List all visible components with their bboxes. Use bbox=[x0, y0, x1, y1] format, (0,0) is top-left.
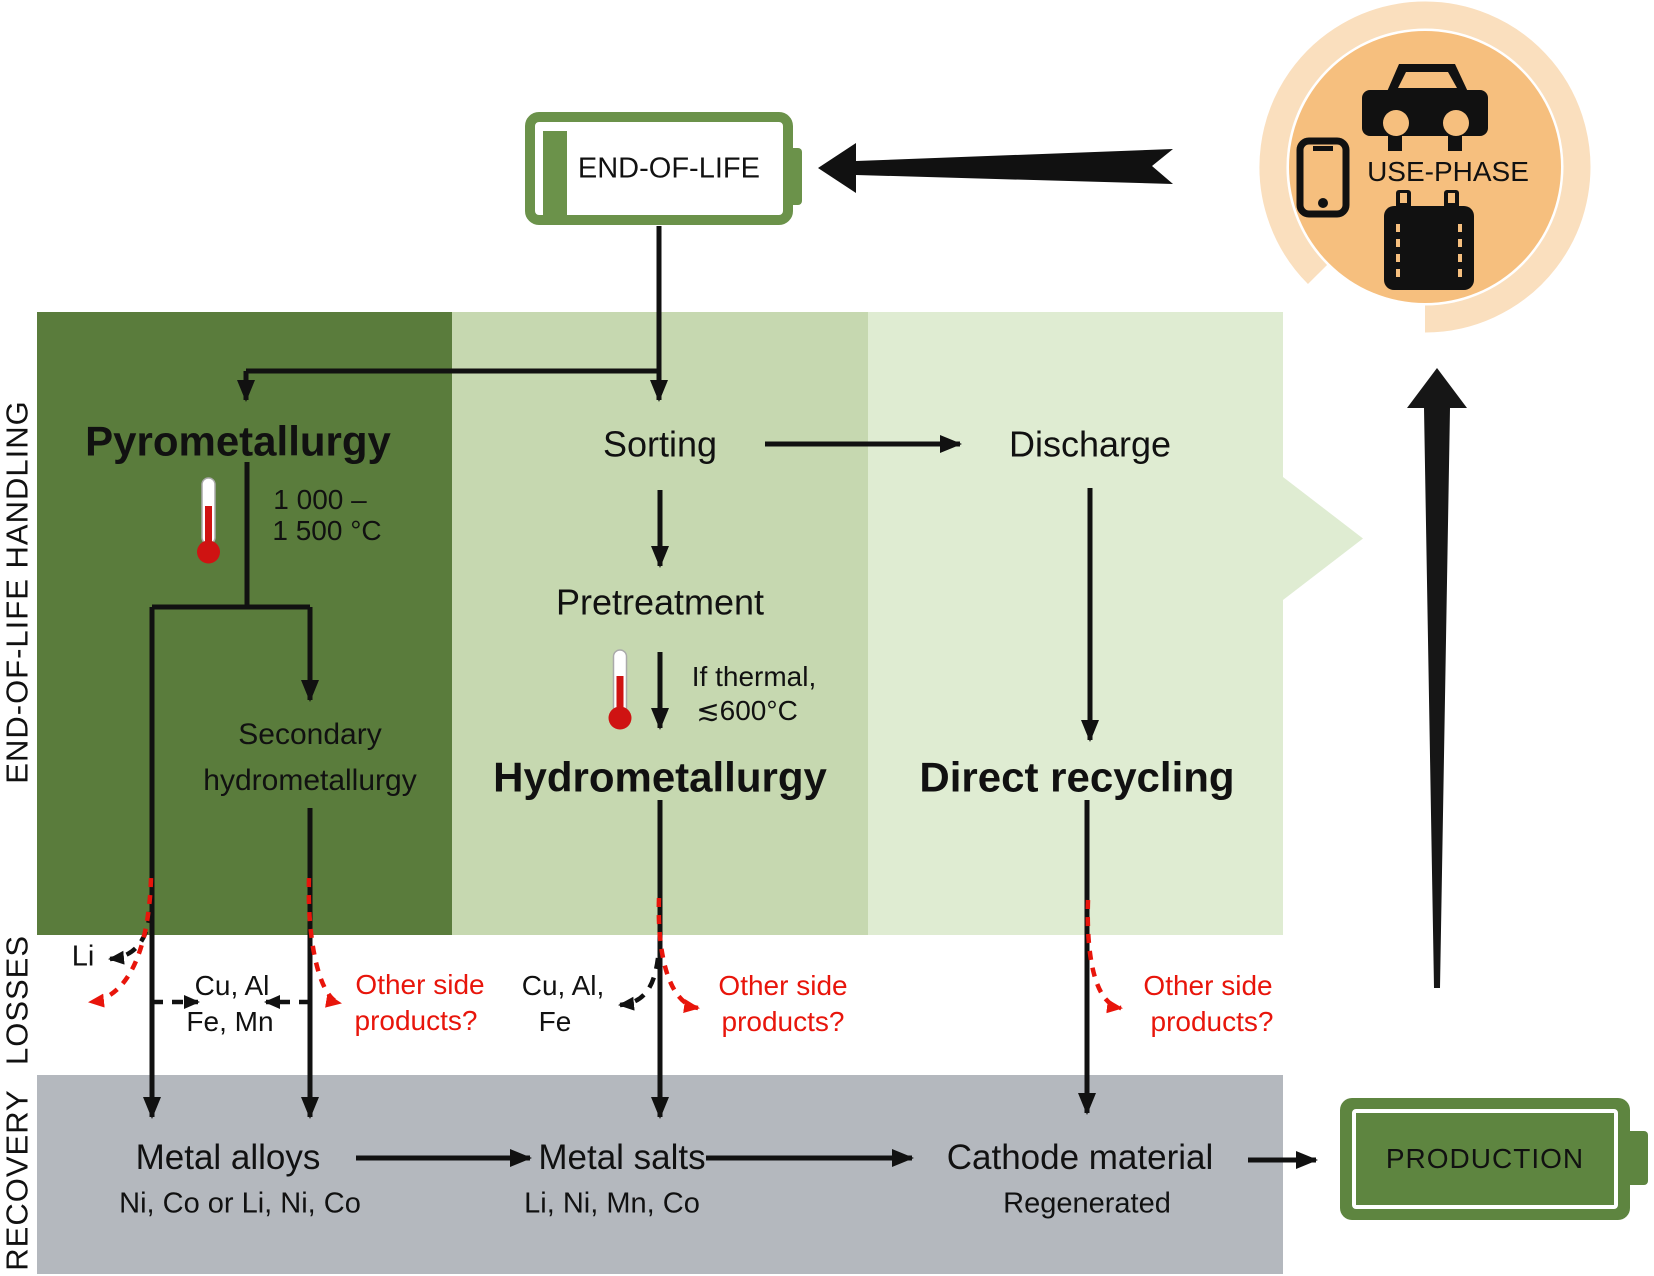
direct-recycling-panel bbox=[868, 312, 1283, 935]
thermometer-icon-pyro bbox=[197, 477, 220, 564]
production-to-use-arrow bbox=[1407, 368, 1467, 988]
use-phase-ring-arc bbox=[1259, 1, 1591, 333]
hydrometallurgy-title: Hydrometallurgy bbox=[493, 753, 827, 801]
use-phase-label: USE-PHASE bbox=[1367, 155, 1529, 187]
thermal-note-line2: ≲600°C bbox=[696, 694, 798, 726]
battery-pack-icon bbox=[1384, 190, 1474, 290]
production-label: PRODUCTION bbox=[1385, 1143, 1585, 1174]
loss-hydro-other-line1: Other side bbox=[718, 969, 848, 1001]
secondary-hydro-line2: hydrometallurgy bbox=[203, 763, 417, 797]
pretreatment-step: Pretreatment bbox=[555, 581, 765, 623]
side-label-handling: END-OF-LIFE HANDLING bbox=[0, 400, 35, 784]
loss-hydro-other-line2: products? bbox=[721, 1005, 845, 1037]
thermometer-icon-pretreatment bbox=[608, 649, 632, 730]
battery-inner-border bbox=[1352, 1109, 1618, 1209]
loss-pyro-other-line2: products? bbox=[354, 1004, 478, 1036]
loss-arrows-red bbox=[88, 877, 1123, 1014]
metal-salts-label: Metal salts bbox=[538, 1138, 706, 1178]
cathode-material-sub: Regenerated bbox=[1003, 1187, 1171, 1220]
metal-salts-sub: Li, Ni, Mn, Co bbox=[524, 1187, 700, 1220]
loss-pyro-metals-line1: Cu, Al bbox=[194, 969, 270, 1001]
loss-direct-other-line1: Other side bbox=[1143, 969, 1273, 1001]
loss-hydro-metals-line1: Cu, Al, bbox=[521, 969, 605, 1001]
flow-lines bbox=[143, 226, 1318, 1169]
cathode-material-label: Cathode material bbox=[946, 1138, 1214, 1178]
loss-pyro-other-line1: Other side bbox=[355, 968, 485, 1000]
battery-terminal bbox=[783, 148, 802, 205]
battery-terminal bbox=[1630, 1131, 1648, 1185]
side-label-losses: LOSSES bbox=[0, 934, 35, 1066]
end-of-life-label: END-OF-LIFE bbox=[577, 152, 760, 184]
pyro-temp-line2: 1 500 °C bbox=[272, 514, 382, 546]
use-phase-circle bbox=[1289, 31, 1561, 303]
end-of-life-battery-icon: END-OF-LIFE bbox=[525, 112, 802, 225]
pyrometallurgy-title: Pyrometallurgy bbox=[85, 417, 391, 465]
side-label-recovery: RECOVERY bbox=[0, 1089, 35, 1271]
sorting-step: Sorting bbox=[602, 423, 718, 465]
discharge-step: Discharge bbox=[1008, 423, 1172, 465]
car-icon bbox=[1362, 64, 1488, 151]
loss-pyro-metals-line2: Fe, Mn bbox=[186, 1005, 274, 1037]
smartphone-icon bbox=[1296, 137, 1350, 218]
battery-level-bar bbox=[543, 131, 567, 219]
secondary-hydro-line1: Secondary bbox=[238, 717, 382, 751]
use-to-eol-arrow bbox=[818, 143, 1173, 193]
metal-alloys-sub: Ni, Co or Li, Ni, Co bbox=[119, 1187, 361, 1220]
production-battery-icon: PRODUCTION bbox=[1340, 1098, 1648, 1220]
thermal-note-line1: If thermal, bbox=[691, 660, 817, 692]
pyro-temp-line1: 1 000 – bbox=[273, 483, 367, 515]
loss-hydro-metals-line2: Fe bbox=[538, 1005, 572, 1037]
direct-recycling-title: Direct recycling bbox=[919, 753, 1235, 801]
metal-alloys-label: Metal alloys bbox=[135, 1138, 321, 1178]
loss-li: Li bbox=[71, 940, 95, 973]
loss-direct-other-line2: products? bbox=[1150, 1005, 1274, 1037]
pyrometallurgy-panel bbox=[37, 312, 452, 935]
